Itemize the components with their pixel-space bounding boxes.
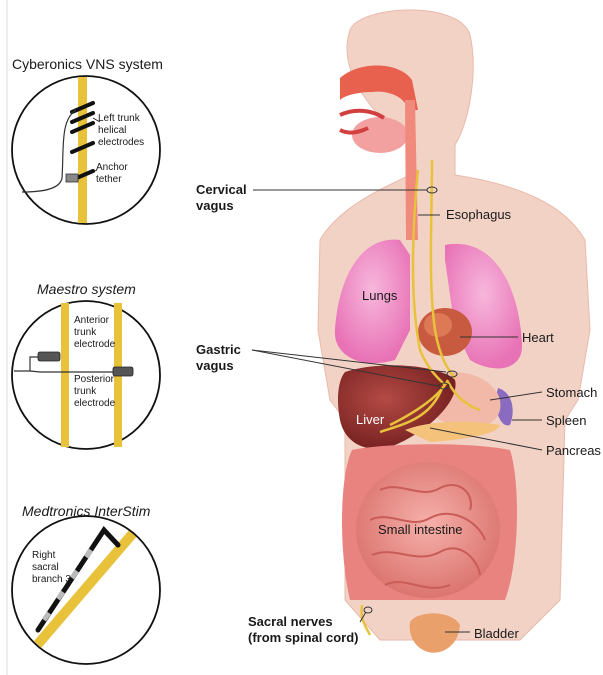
vns-anchor-tether: [66, 174, 78, 182]
label-esophagus: Esophagus: [446, 207, 511, 222]
label-pancreas: Pancreas: [546, 443, 601, 458]
vns-label-left-trunk: Left trunk helical electrodes: [98, 113, 163, 149]
label-cervical-vagus: Cervical vagus: [196, 182, 256, 214]
interstim-label-branch: Right sacral branch 3: [32, 550, 72, 586]
label-liver: Liver: [356, 412, 384, 427]
vns-label-anchor: Anchor tether: [96, 162, 136, 186]
maestro-anterior-electrode: [38, 352, 60, 361]
label-stomach: Stomach: [546, 385, 597, 400]
label-sacral-nerves: Sacral nerves (from spinal cord): [248, 614, 368, 646]
label-heart: Heart: [522, 330, 554, 345]
interstim-panel: [12, 516, 160, 665]
maestro-label-anterior: Anterior trunk electrode: [74, 315, 118, 351]
label-gastric-vagus: Gastric vagus: [196, 342, 256, 374]
maestro-title: Maestro system: [37, 281, 136, 297]
maestro-nerve-anterior: [61, 303, 69, 447]
label-bladder: Bladder: [474, 626, 519, 641]
label-small-intestine: Small intestine: [378, 522, 463, 537]
maestro-label-posterior: Posterior trunk electrode: [74, 374, 118, 410]
interstim-title: Medtronics InterStim: [22, 503, 150, 519]
label-lungs: Lungs: [362, 288, 397, 303]
bladder: [410, 613, 460, 652]
label-spleen: Spleen: [546, 413, 586, 428]
vns-title: Cyberonics VNS system: [12, 56, 163, 72]
vns-panel: [12, 76, 160, 224]
tongue: [352, 117, 408, 153]
